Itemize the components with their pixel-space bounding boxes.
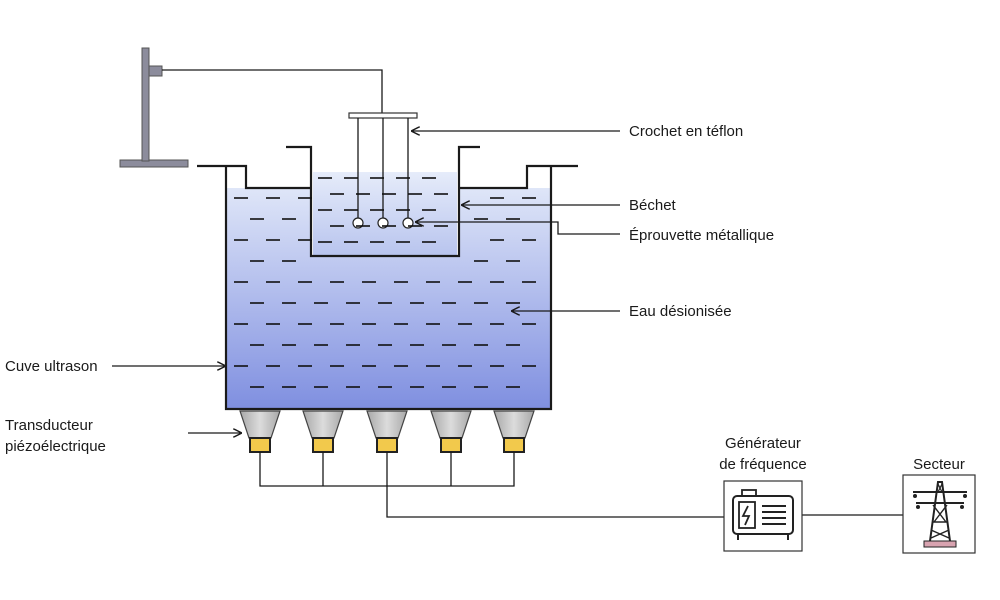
label-generator-line1: Générateur: [725, 435, 801, 452]
generator-icon: [732, 489, 794, 540]
lab-stand: [119, 47, 383, 168]
transducer-1: [239, 410, 281, 453]
label-ultrasonic-tank: Cuve ultrason: [5, 358, 98, 375]
water-dashes: [234, 177, 536, 388]
ultrasonic-tank: [197, 164, 578, 411]
mains-supply: [902, 474, 976, 554]
label-transducer-line2: piézoélectrique: [5, 438, 106, 455]
label-transducer-line1: Transducteur: [5, 417, 93, 434]
callouts: [112, 131, 620, 433]
teflon-hook: [348, 112, 418, 229]
label-generator-line2: de fréquence: [719, 456, 807, 473]
transducer-array: [239, 410, 535, 453]
wiring: [259, 452, 903, 518]
transducer-5: [493, 410, 535, 453]
labels: Crochet en téflon Béchet Éprouvette méta…: [5, 123, 965, 473]
transducer-2: [302, 410, 344, 453]
transducer-3: [366, 410, 408, 453]
label-teflon-hook: Crochet en téflon: [629, 123, 743, 140]
frequency-generator: [723, 480, 803, 552]
power-pylon-icon: [913, 481, 967, 548]
label-beaker: Béchet: [629, 197, 677, 214]
label-mains: Secteur: [913, 456, 965, 473]
beaker: [286, 145, 480, 258]
label-deionized-water: Eau désionisée: [629, 303, 732, 320]
label-metal-specimen: Éprouvette métallique: [629, 227, 774, 244]
transducer-4: [430, 410, 472, 453]
